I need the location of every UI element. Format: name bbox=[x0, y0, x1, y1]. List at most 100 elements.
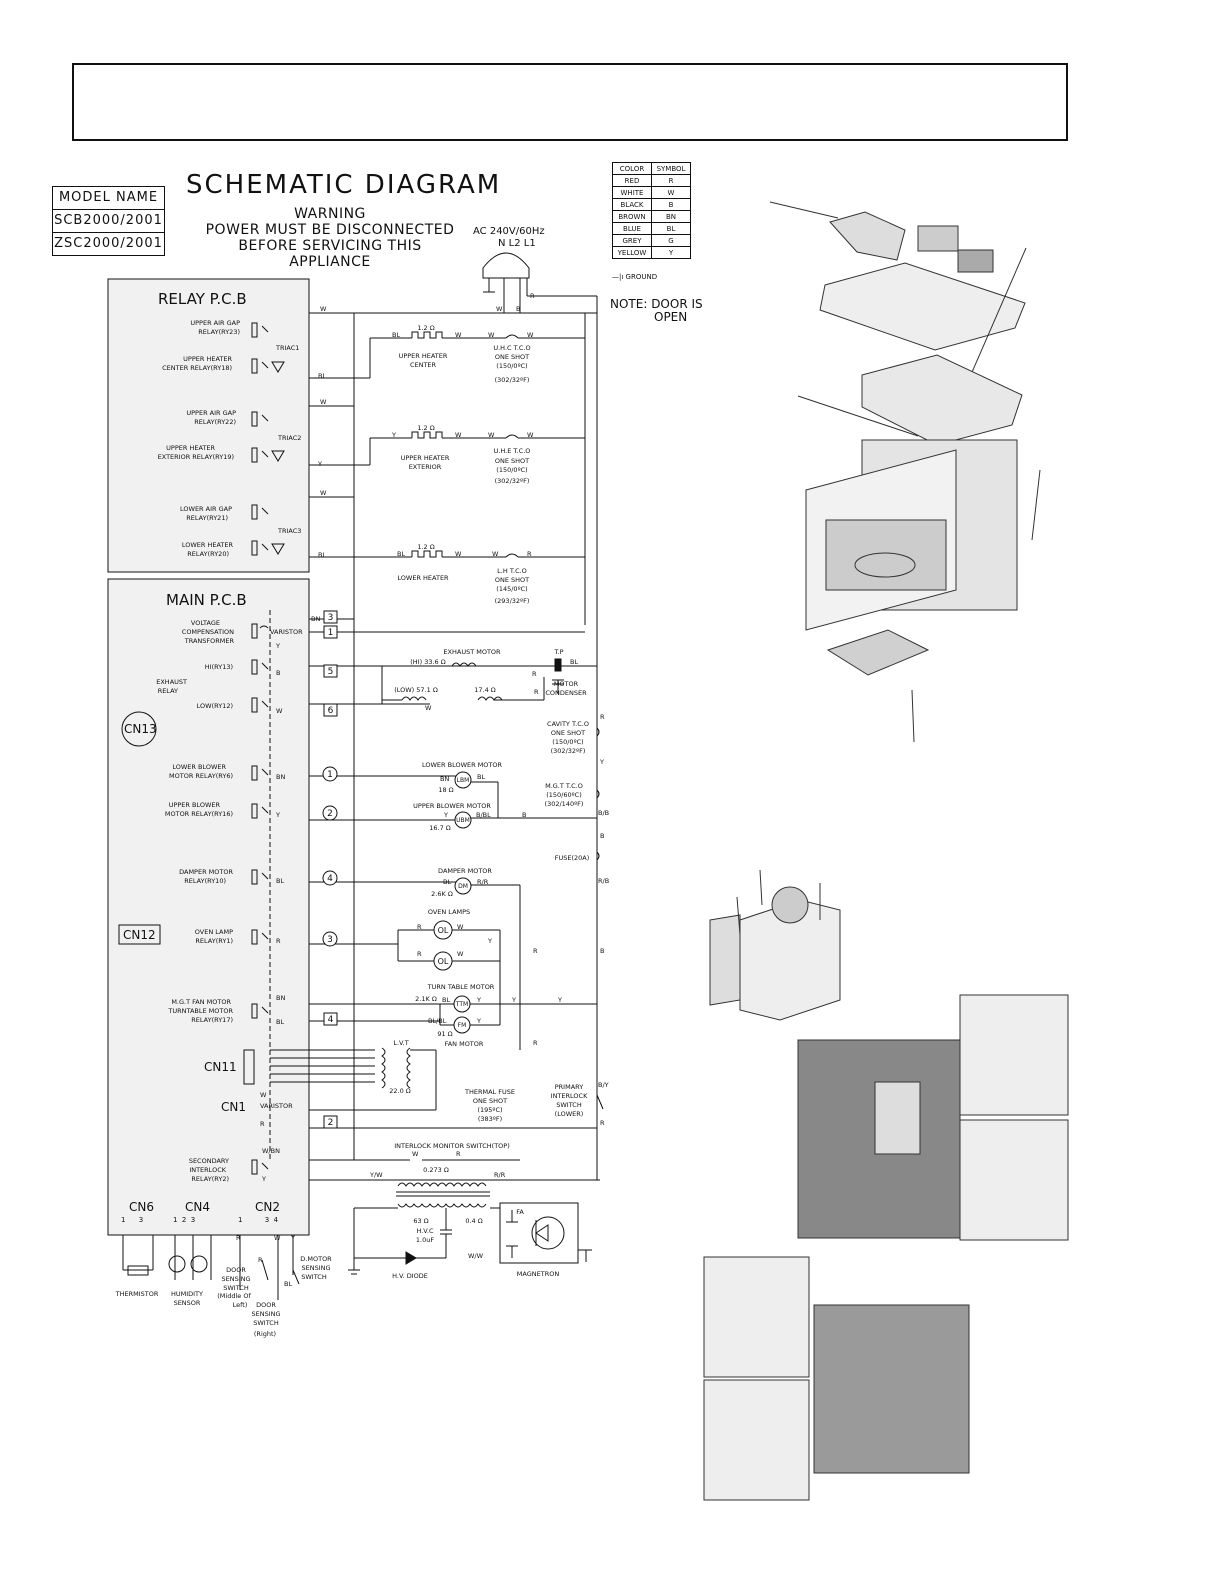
pin-box-number: 3 bbox=[328, 613, 334, 623]
motor-symbol: UBM bbox=[456, 817, 470, 824]
wire-label: BL bbox=[442, 996, 450, 1004]
door-left-label: DOOR bbox=[226, 1266, 246, 1274]
wire-label: BL bbox=[397, 550, 405, 558]
motor-icon bbox=[454, 811, 472, 829]
door-left-label: Left) bbox=[233, 1301, 248, 1309]
wire-label: BL bbox=[477, 773, 485, 781]
pin-circle-number: 3 bbox=[327, 935, 333, 945]
wire-label: R bbox=[600, 713, 605, 721]
cavity-tco: (302/32ºF) bbox=[551, 747, 586, 755]
relay-label: HI(RY13) bbox=[205, 663, 233, 671]
lamp-symbol: OL bbox=[438, 926, 449, 935]
main-pcb-title: MAIN P.C.B bbox=[166, 591, 247, 609]
heater-name: UPPER HEATER bbox=[401, 454, 450, 462]
wire-label: W bbox=[527, 331, 534, 339]
relay-label: RELAY(RY20) bbox=[187, 550, 229, 558]
door-left-label: SWITCH bbox=[223, 1284, 249, 1292]
triac-label: TRIAC3 bbox=[277, 527, 301, 535]
relay-label: RELAY(RY21) bbox=[186, 514, 228, 522]
lamp-icon bbox=[433, 951, 453, 971]
tco-label: (293/32ºF) bbox=[495, 597, 530, 605]
cn11-label: CN11 bbox=[204, 1060, 237, 1074]
wire-label: W bbox=[492, 550, 499, 558]
wire-label: W bbox=[457, 923, 464, 931]
pin-box bbox=[323, 703, 338, 717]
relay-icon bbox=[251, 659, 269, 675]
pin-circle-number: 4 bbox=[327, 874, 333, 884]
humidity-label: SENSOR bbox=[174, 1299, 201, 1307]
door-left-label: (Middle Of bbox=[217, 1292, 251, 1300]
motor-icon bbox=[453, 1016, 471, 1034]
wire-label: BL/BL bbox=[428, 1017, 447, 1025]
heater-resistance: 1.2 Ω bbox=[417, 324, 434, 332]
exhaust-r2: 17.4 Ω bbox=[474, 686, 496, 694]
relay-label: LOWER AIR GAP bbox=[180, 505, 232, 513]
cn2-pins: 1 3 4 bbox=[238, 1216, 279, 1224]
wire-label: BN bbox=[440, 775, 449, 783]
exhaust-low: (LOW) 57.1 Ω bbox=[394, 686, 438, 694]
relay-label: UPPER AIR GAP bbox=[190, 319, 240, 327]
relay-pcb-title: RELAY P.C.B bbox=[158, 290, 247, 308]
wire-label: R bbox=[276, 937, 281, 945]
upper-blower-res: 16.7 Ω bbox=[429, 824, 451, 832]
relay-icon bbox=[251, 358, 285, 374]
wire-label: R bbox=[456, 1150, 461, 1158]
exhaust-hi: (HI) 33.6 Ω bbox=[410, 658, 445, 666]
wire-label: R bbox=[417, 950, 422, 958]
pin-box-number: 4 bbox=[328, 1015, 334, 1025]
varistor-label: VARISTOR bbox=[270, 628, 303, 636]
tco-label: U.H.E T.C.O bbox=[494, 447, 531, 455]
relay-icon bbox=[251, 1159, 269, 1175]
tco-label: (150/0ºC) bbox=[496, 362, 527, 370]
door-note: NOTE: DOOR IS OPEN bbox=[610, 298, 703, 324]
power-plug-icon bbox=[482, 252, 530, 279]
relay-label: LOWER BLOWER bbox=[172, 763, 226, 771]
relay-label: M.G.T FAN MOTOR bbox=[171, 998, 231, 1006]
tco-label: U.H.C T.C.O bbox=[493, 344, 530, 352]
tco-label: (145/0ºC) bbox=[496, 585, 527, 593]
hvc-label: H.V.C bbox=[416, 1227, 434, 1235]
pin-box bbox=[323, 1012, 338, 1026]
wire-label: R bbox=[600, 1119, 605, 1127]
model-name-1: SCB2000/2001 bbox=[53, 210, 164, 233]
wire-label: B bbox=[276, 669, 280, 677]
wire-label: R bbox=[417, 923, 422, 931]
lamp-icon bbox=[433, 920, 453, 940]
relay-label: INTERLOCK bbox=[189, 1166, 226, 1174]
wire-label: W bbox=[457, 950, 464, 958]
wire-label: W bbox=[260, 1091, 267, 1099]
cavity-tco: CAVITY T.C.O bbox=[547, 720, 589, 728]
hv-diode-label: H.V. DIODE bbox=[392, 1272, 428, 1280]
relay-label: TURNTABLE MOTOR bbox=[167, 1007, 233, 1015]
relay-label: RELAY(RY1) bbox=[195, 937, 233, 945]
wire-label: R bbox=[534, 688, 539, 696]
lvt-title: L.V.T bbox=[393, 1039, 408, 1047]
pin-circle-number: 1 bbox=[327, 770, 333, 780]
lvt-res: 22.0 Ω bbox=[389, 1087, 411, 1095]
power-terminals: N L2 L1 bbox=[498, 238, 536, 249]
pin-box-number: 5 bbox=[328, 667, 334, 677]
warning-block: WARNING POWER MUST BE DISCONNECTED BEFOR… bbox=[200, 206, 460, 270]
cn2-label: CN2 bbox=[255, 1200, 280, 1214]
wire-label: BL bbox=[276, 1018, 284, 1026]
wire-label: Y bbox=[476, 1017, 481, 1025]
relay-label: DAMPER MOTOR bbox=[179, 868, 233, 876]
condenser-label: MOTOR bbox=[554, 680, 579, 688]
cn6-pins: 1 3 bbox=[121, 1216, 143, 1224]
lower-blower-res: 18 Ω bbox=[438, 786, 453, 794]
mgt-tco: (150/60ºC) bbox=[546, 791, 582, 799]
wire-label: W bbox=[320, 398, 327, 406]
hv-res3: 0.4 Ω bbox=[465, 1217, 482, 1225]
exhaust-title: EXHAUST MOTOR bbox=[443, 648, 501, 656]
humidity-label: HUMIDITY bbox=[171, 1290, 203, 1298]
pin-box bbox=[323, 1115, 338, 1129]
wire-label: BL bbox=[392, 331, 400, 339]
fan-motor-title: FAN MOTOR bbox=[445, 1040, 484, 1048]
wire-label: BL bbox=[318, 372, 326, 380]
wire-label: R bbox=[236, 1234, 241, 1242]
condenser-label: CONDENSER bbox=[545, 689, 587, 697]
relay-icon bbox=[251, 411, 269, 427]
thermal-fuse: ONE SHOT bbox=[473, 1097, 507, 1105]
pin-circle bbox=[322, 766, 338, 782]
